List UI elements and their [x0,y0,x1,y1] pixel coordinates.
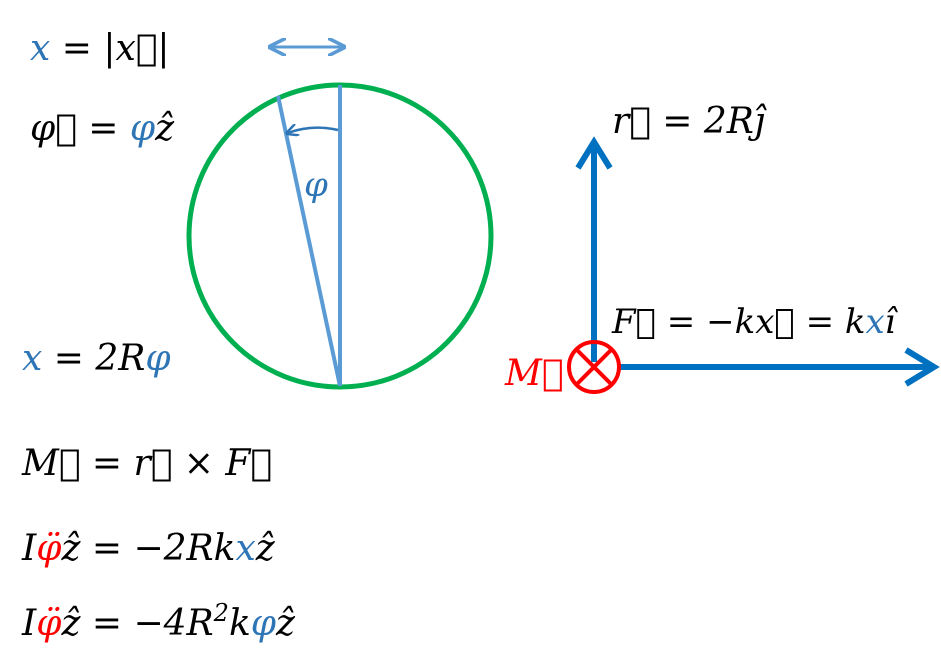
equation-arc-length: x = 2Rφ [22,338,171,379]
equation-r-vector: r⃗ = 2Rĵ [612,101,767,142]
angle-arc-arrow [288,128,339,133]
equation-of-motion-1: Iφ̈ẑ = −2Rkxẑ [21,528,276,569]
tilted-diameter [276,95,342,387]
f-vector-arrowhead [904,347,940,387]
moment-into-page-icon [567,340,621,394]
moment-label: M⃗ [504,353,563,394]
equation-moment-definition: M⃗ = r⃗ × F⃗ [21,443,272,484]
equation-x-magnitude: x = |x⃗| [30,28,170,69]
equation-of-motion-2: Iφ̈ẑ = −4R2kφẑ [21,599,296,644]
equation-phi-vector: φ⃗ = φẑ [30,108,175,149]
equation-force: F⃗ = −kx⃗ = kxî [611,302,899,342]
angle-phi-label: φ [304,165,328,205]
r-vector-arrowhead [575,136,613,170]
